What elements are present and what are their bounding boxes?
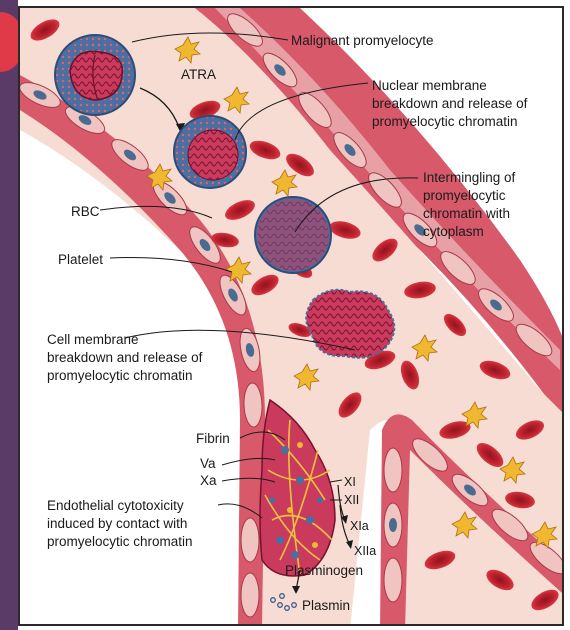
label-platelet: Platelet bbox=[58, 252, 103, 267]
label-va: Va bbox=[200, 456, 216, 471]
label-intermingling-3: chromatin with bbox=[423, 206, 510, 221]
label-intermingling-2: promyelocytic bbox=[423, 188, 506, 203]
label-cell-membrane-3: promyelocytic chromatin bbox=[47, 368, 193, 383]
label-nuclear-membrane-2: breakdown and release of bbox=[372, 96, 528, 111]
label-endothelial-2: induced by contact with bbox=[47, 516, 187, 531]
label-xa: Xa bbox=[200, 473, 217, 488]
nuclear-breakdown-cell bbox=[174, 116, 246, 188]
label-endothelial-3: promyelocytic chromatin bbox=[47, 534, 193, 549]
intermingling-cell bbox=[255, 197, 331, 273]
membrane-breakdown-cell bbox=[306, 290, 394, 358]
label-xii: XII bbox=[344, 493, 359, 507]
label-xiia: XIIa bbox=[354, 544, 376, 558]
label-plasmin: Plasmin bbox=[302, 598, 350, 613]
label-xia: XIa bbox=[350, 519, 369, 533]
label-endothelial-1: Endothelial cytotoxicity bbox=[47, 498, 184, 513]
label-xi: XI bbox=[344, 475, 356, 489]
label-plasminogen: Plasminogen bbox=[285, 563, 363, 578]
label-intermingling-4: cytoplasm bbox=[423, 224, 484, 239]
label-cell-membrane-1: Cell membrane bbox=[47, 332, 139, 347]
label-fibrin: Fibrin bbox=[196, 431, 230, 446]
malignant-promyelocyte-cell bbox=[55, 35, 135, 115]
label-cell-membrane-2: breakdown and release of bbox=[47, 350, 203, 365]
label-rbc: RBC bbox=[71, 204, 100, 219]
label-nuclear-membrane-1: Nuclear membrane bbox=[372, 78, 487, 93]
label-malignant-promyelocyte: Malignant promyelocyte bbox=[291, 33, 434, 48]
label-intermingling-1: Intermingling of bbox=[423, 170, 516, 185]
label-atra: ATRA bbox=[181, 67, 216, 82]
label-nuclear-membrane-3: promyelocytic chromatin bbox=[372, 114, 518, 129]
